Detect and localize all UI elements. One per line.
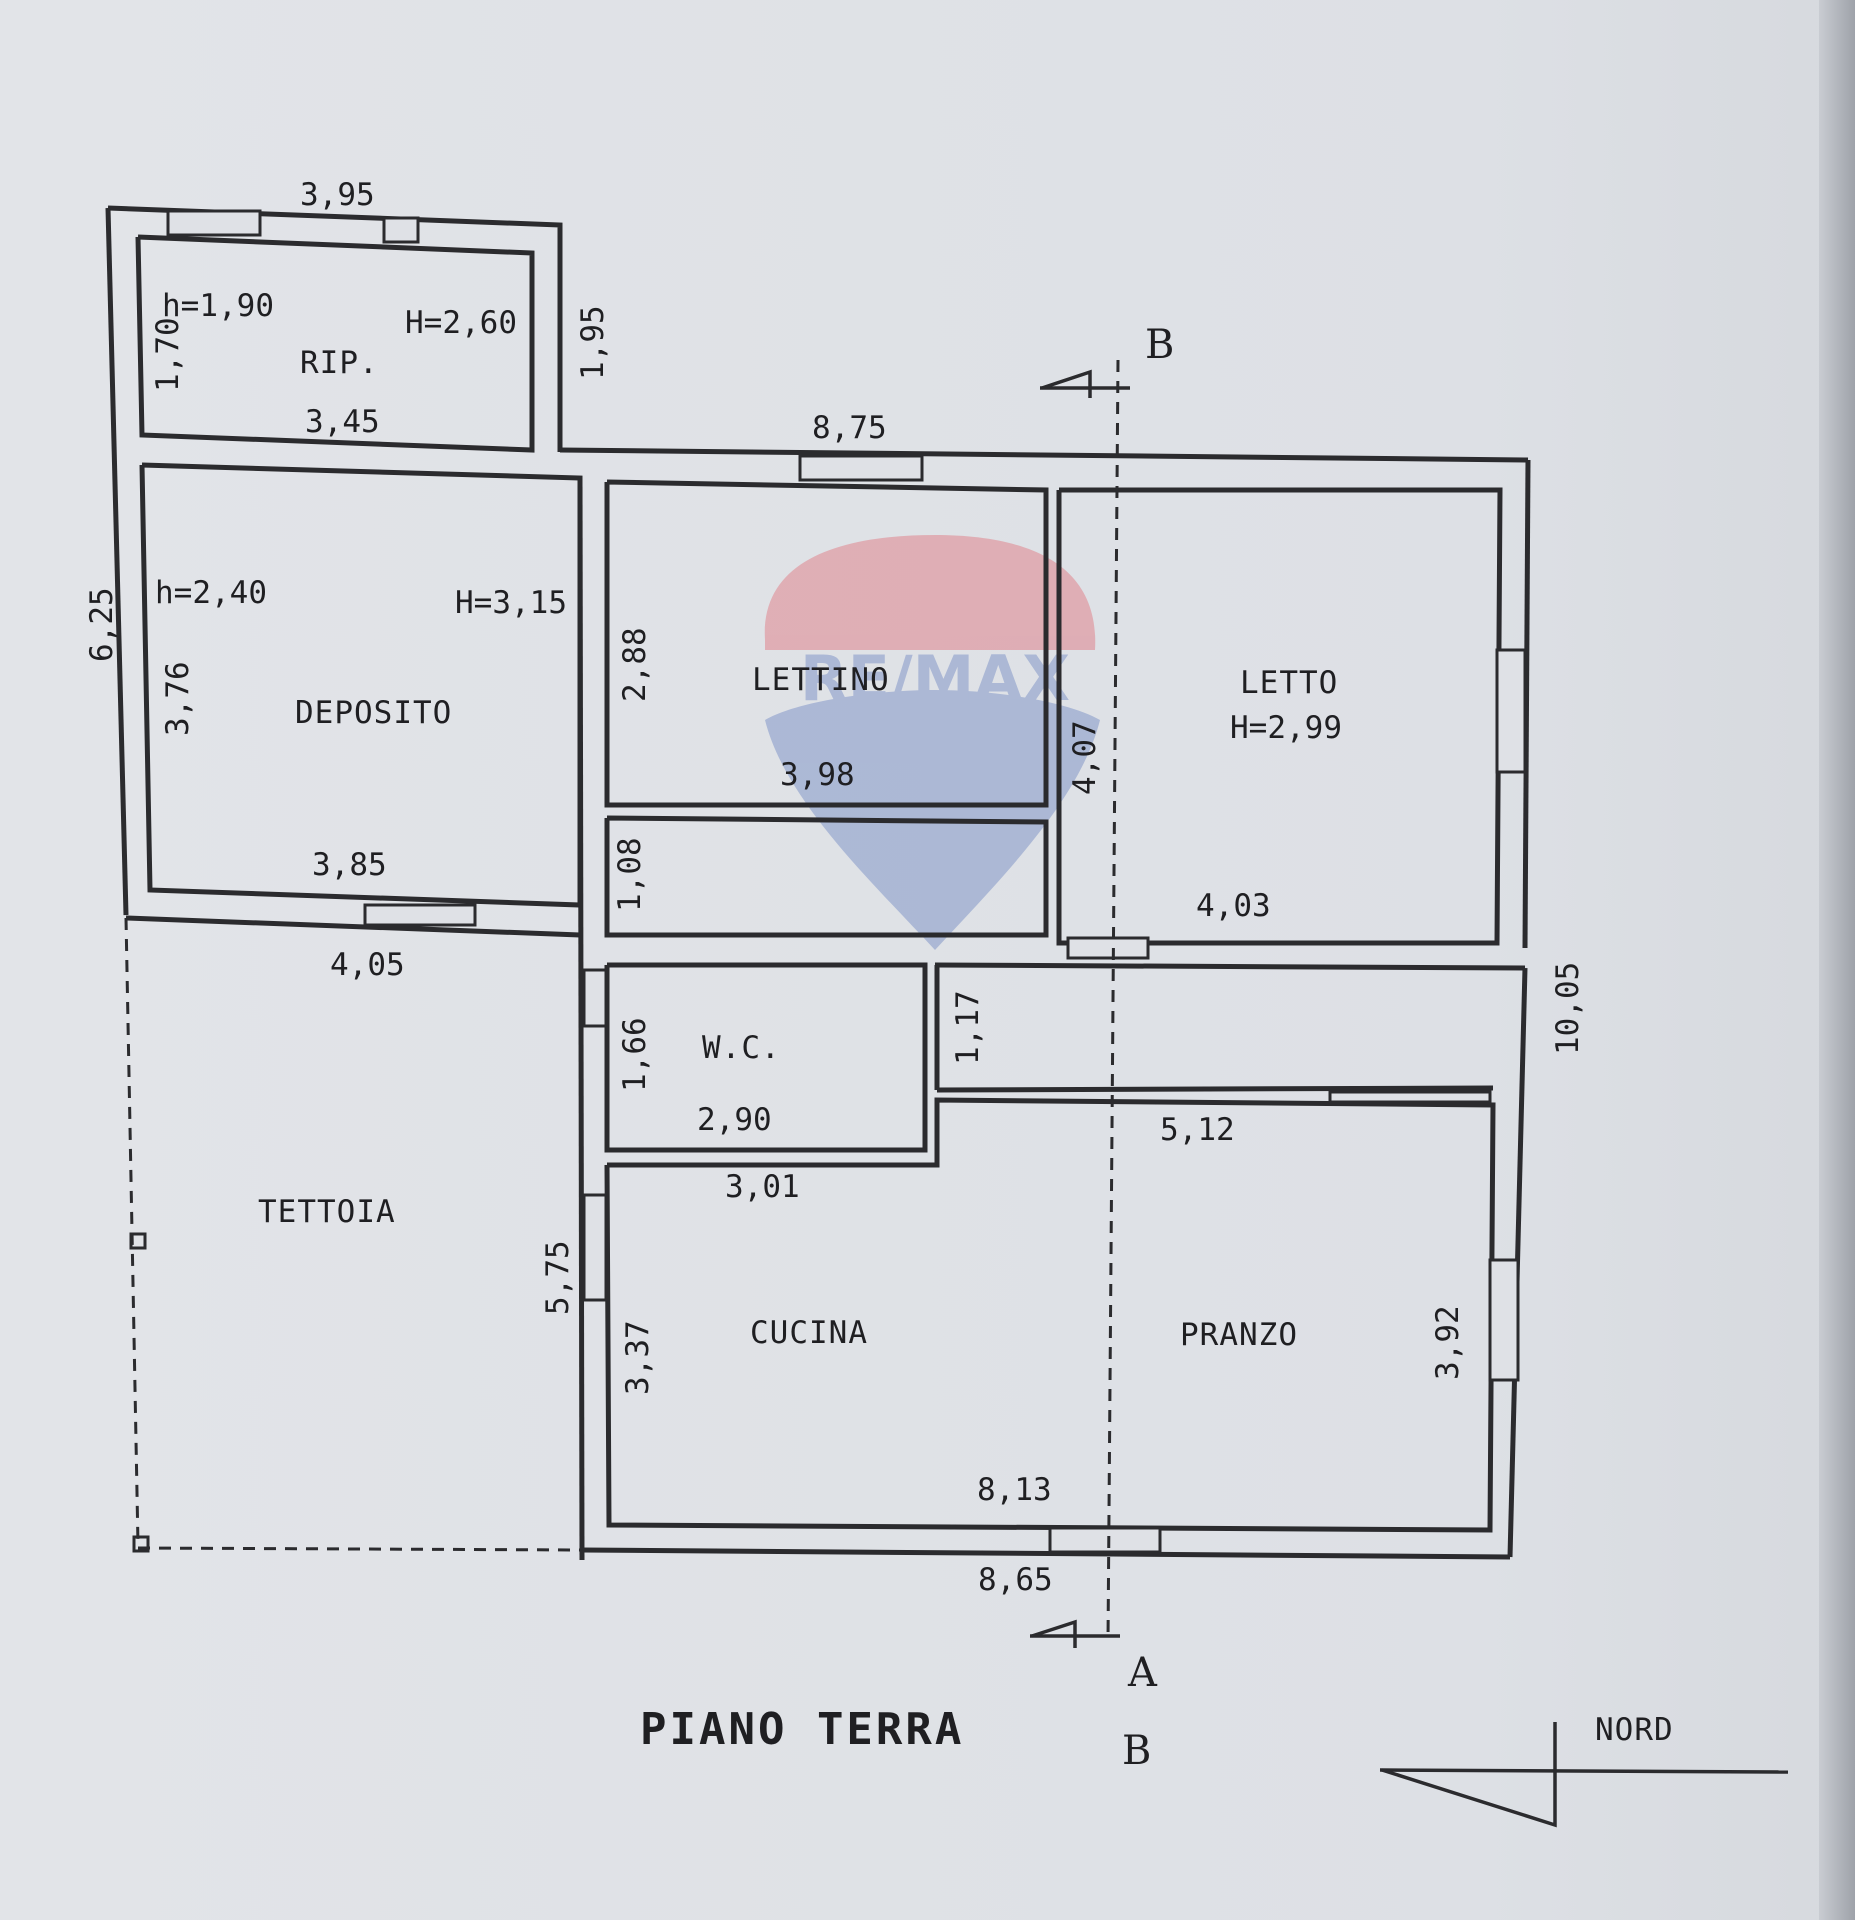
room-deposito: DEPOSITO [295,695,452,731]
dim-rip-inner-w: 3,45 [305,404,380,440]
dim-cucina-h: 3,37 [620,1320,656,1395]
section-arrow-top [1041,369,1092,398]
window-lettino [798,454,924,482]
dim-right-total: 10,05 [1550,962,1586,1055]
dim-lettino-w: 3,98 [780,757,855,793]
room-rip: RIP. [300,345,379,381]
window-hall [1328,1090,1492,1104]
letto-wall [1056,487,1503,946]
room-pranzo: PRANZO [1180,1317,1298,1353]
deposito-outer-bottom [125,915,581,938]
tettoia-left-dashed [124,917,140,1546]
left-outer-wall [105,207,129,916]
rip-height-high: H=2,60 [405,305,517,341]
section-label-top: B [1145,322,1174,368]
dim-deposito-h: 3,76 [160,661,196,736]
dim-wc-bottom: 3,01 [725,1169,800,1205]
tettoia-outline [124,917,583,1553]
window-pranzo [1488,1258,1520,1382]
dim-cucina-pranzo-w: 8,13 [977,1472,1052,1508]
window-bottom [1048,1526,1162,1554]
dim-wc-h: 1,66 [617,1017,653,1092]
watermark-text: RE/MAX [800,642,1070,715]
dim-closet-h: 1,08 [612,837,648,912]
door-letto [1066,936,1150,960]
plan-title: PIANO TERRA [640,1704,964,1755]
room-letto: LETTO [1240,665,1338,701]
dim-rip-top: 3,95 [300,177,375,213]
section-arrow-bottom [1031,1619,1077,1648]
tettoia-post-2 [132,1535,150,1553]
letto-height: H=2,99 [1230,710,1342,746]
bottom-outer-wall [581,1547,1511,1560]
rip-height-low: h=1,90 [162,288,274,324]
wc-wall [604,962,928,1153]
dim-letto-h: 4,07 [1067,720,1103,795]
dim-pranzo-w: 5,12 [1160,1112,1235,1148]
deposito-height-low: h=2,40 [155,575,267,611]
dim-rip-inner-h: 1,70 [150,317,186,392]
dim-wc-w: 2,90 [697,1102,772,1138]
dim-top-total: 8,75 [812,410,887,446]
section-dashed-line [1106,359,1120,1641]
section-label-b: B [1122,1728,1151,1774]
dim-left-total: 6,25 [84,587,120,662]
tettoia-bottom-dashed [137,1546,583,1552]
hall-top-wall [934,962,1526,971]
section-label-a: A [1127,1650,1158,1696]
north-arrow: NORD [1379,1712,1789,1828]
room-wc: W.C. [702,1030,781,1066]
window-letto [1495,648,1527,774]
remax-watermark-logo: RE/MAX [764,535,1100,950]
dim-tettoia-w: 4,05 [330,947,405,983]
section-line: B A B [1030,322,1174,1774]
room-cucina: CUCINA [750,1315,868,1351]
windows [166,209,1527,1554]
rip-inner-wall [135,234,535,453]
window-wc [582,968,608,1028]
hall-bottom-wall [936,1085,1494,1093]
north-label: NORD [1595,1712,1674,1748]
room-labels: RIP. h=1,90 H=2,60 DEPOSITO h=2,40 H=3,1… [155,288,1342,1353]
deposito-wall [139,462,583,908]
window-cucina [582,1193,608,1302]
dim-left-wing: 5,75 [540,1240,576,1315]
north-arrow-head [1381,1722,1557,1828]
dim-bottom-total: 8,65 [978,1562,1053,1598]
dimension-labels: 3,95 3,45 1,70 1,95 8,75 6,25 3,76 3,85 … [84,177,1586,1598]
dim-letto-w: 4,03 [1196,888,1271,924]
paper-edge-shadow [1819,0,1855,1920]
dim-lettino-h: 2,88 [617,627,653,702]
tettoia-post-1 [129,1232,147,1250]
top-outer-wall [559,447,1529,463]
window-rip-1 [166,209,262,237]
window-rip-2 [382,216,420,244]
dim-hall-h: 1,17 [950,990,986,1065]
deposito-height-high: H=3,15 [455,585,567,621]
door-deposito [363,903,477,927]
dim-pranzo-h: 3,92 [1430,1305,1466,1380]
center-left-wall [577,477,585,1561]
lettino-wall [604,479,1049,808]
north-arrow-line [1379,1768,1789,1774]
closet-wall [604,815,1049,938]
dim-deposito-w: 3,85 [312,847,387,883]
room-tettoia: TETTOIA [258,1194,396,1230]
room-lettino: LETTINO [752,662,890,698]
cucina-pranzo-wall [604,1097,1496,1533]
dim-rip-side: 1,95 [575,305,611,380]
